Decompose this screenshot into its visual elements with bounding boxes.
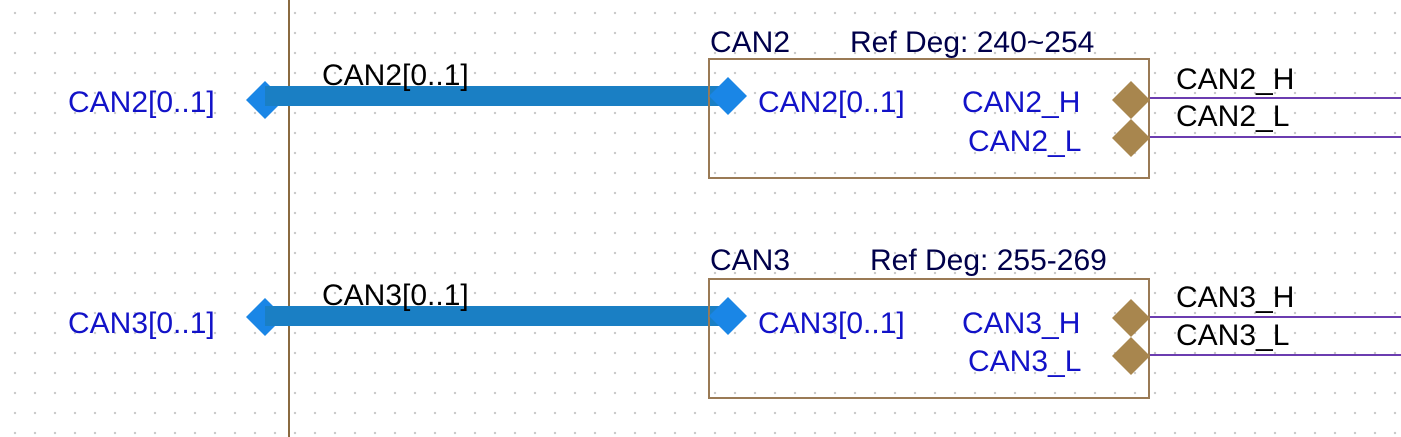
sheet-pin-h-diamond[interactable] [1112, 299, 1150, 337]
sheet-entry-label: CAN2[0..1] [758, 86, 905, 119]
sheet-entry-diamond[interactable] [709, 77, 747, 115]
sheet-note: Ref Deg: 255-269 [870, 244, 1107, 277]
bus-net-label: CAN3[0..1] [322, 279, 469, 312]
sheet-designator: CAN2 [710, 26, 790, 59]
sheet-note: Ref Deg: 240~254 [850, 26, 1094, 59]
off-sheet-port-label: CAN2[0..1] [68, 86, 215, 119]
sheet-entry-diamond[interactable] [709, 297, 747, 335]
sheet-entry-label: CAN3[0..1] [758, 307, 905, 340]
sheet-pin-l-diamond[interactable] [1112, 337, 1150, 375]
sheet-symbol[interactable] [708, 58, 1150, 179]
sheet-pin-h-label: CAN2_H [962, 86, 1080, 119]
net-label-h: CAN3_H [1176, 281, 1294, 314]
off-sheet-port-label: CAN3[0..1] [68, 307, 215, 340]
net-label-l: CAN3_L [1176, 319, 1289, 352]
sheet-designator: CAN3 [710, 244, 790, 277]
sheet-pin-l-diamond[interactable] [1112, 119, 1150, 157]
net-label-l: CAN2_L [1176, 100, 1289, 133]
sheet-symbol[interactable] [708, 278, 1150, 399]
can2-group: CAN2[0..1] CAN2[0..1] CAN2 Ref Deg: 240~… [68, 26, 1401, 179]
net-label-h: CAN2_H [1176, 63, 1294, 96]
sheet-pin-h-diamond[interactable] [1112, 81, 1150, 119]
sheet-pin-l-label: CAN3_L [968, 345, 1081, 378]
sheet-pin-h-label: CAN3_H [962, 307, 1080, 340]
can3-group: CAN3[0..1] CAN3[0..1] CAN3 Ref Deg: 255-… [68, 244, 1401, 399]
sheet-pin-l-label: CAN2_L [968, 125, 1081, 158]
bus-net-label: CAN2[0..1] [322, 59, 469, 92]
